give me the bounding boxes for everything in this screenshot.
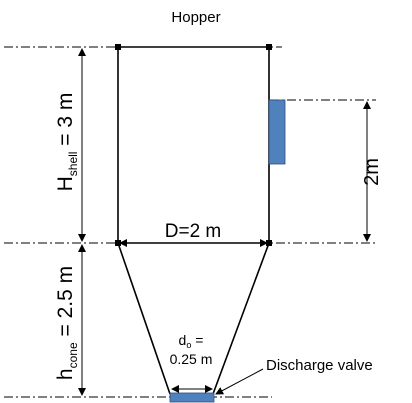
hopper-shell-outline [117,46,270,244]
outlet-diameter-equals: = [191,332,203,348]
outlet-diameter-symbol: d [179,332,187,348]
corner-marker [115,240,121,246]
corner-marker [115,44,121,50]
cone-height-label: hcone = 2.5 m [54,266,80,380]
level-sensor [268,99,286,165]
shell-height-label: Hshell = 3 m [54,93,80,192]
shell-height-subscript: shell [66,152,80,177]
discharge-valve-label: Discharge valve [266,357,373,374]
corner-marker [266,44,272,50]
valve-pointer-arrow [215,368,264,395]
cone-height-subscript: cone [66,342,80,368]
outlet-diameter-value: 0.25 m [170,351,213,367]
shell-height-symbol: H [54,176,77,191]
outlet-diameter-subscript: o [186,340,191,350]
shell-height-value: = 3 m [54,93,77,152]
corner-marker [266,240,272,246]
cone-height-symbol: h [54,368,77,380]
cone-left-wall [117,242,171,395]
outlet-diameter-label: do = [179,332,204,350]
cone-height-value: = 2.5 m [54,266,77,342]
sensor-height-label: 2m [361,158,383,186]
discharge-valve [169,392,215,403]
diameter-label: D=2 m [165,221,222,242]
cone-right-wall [212,242,270,395]
diagram-title: Hopper [171,9,220,26]
